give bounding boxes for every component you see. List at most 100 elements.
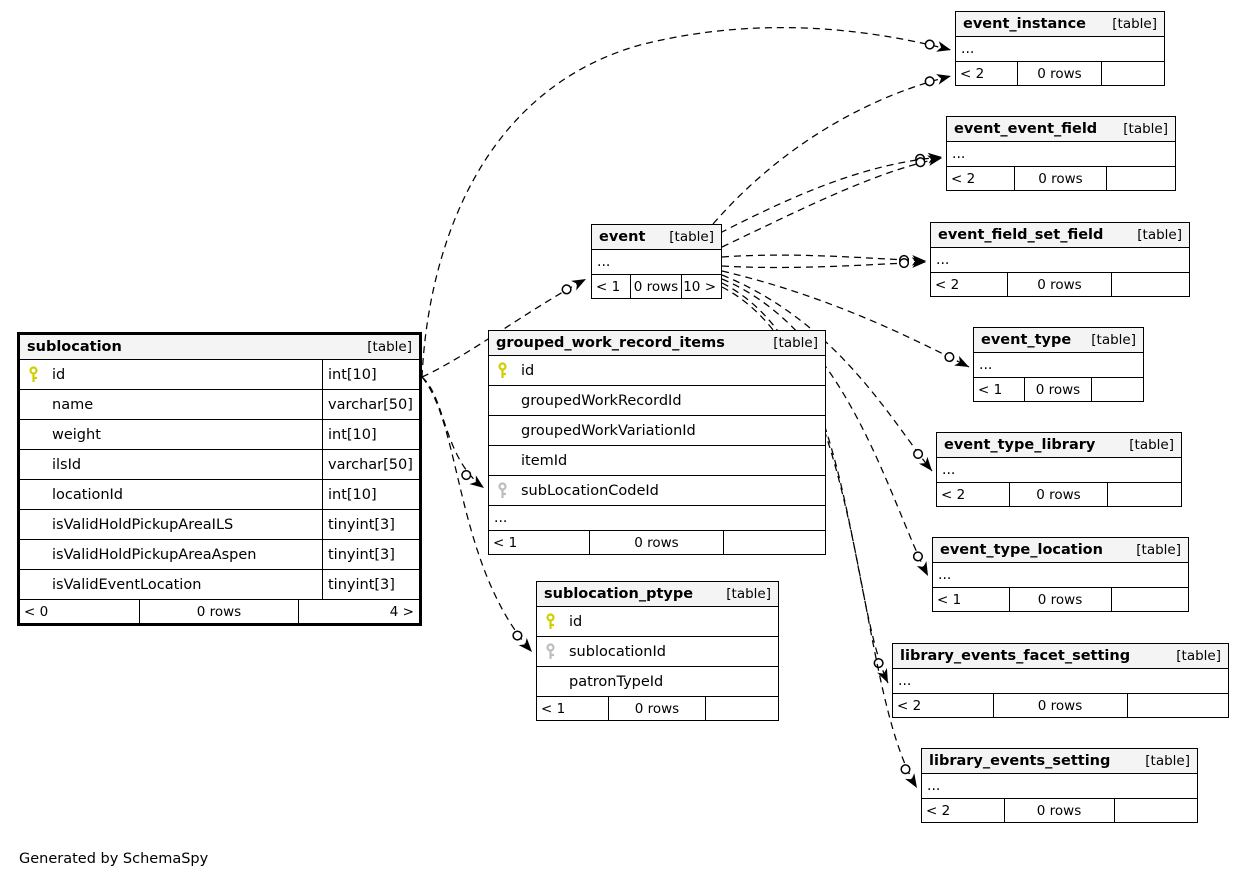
fk-edge-sublocation-grouped_work_record_items	[421, 376, 485, 489]
column-row: id	[537, 607, 778, 637]
table-header: library_events_facet_setting[table]	[893, 644, 1228, 669]
table-type-label: [table]	[1129, 437, 1174, 453]
table-title[interactable]: event_type	[981, 332, 1072, 348]
row-count: 0 rows	[1025, 378, 1093, 401]
children-count	[1102, 62, 1164, 85]
children-count	[706, 697, 778, 720]
table-title[interactable]: library_events_setting	[929, 753, 1111, 769]
table-title[interactable]: event_event_field	[954, 121, 1098, 137]
parents-count: < 1	[592, 275, 631, 298]
row-count: 0 rows	[994, 694, 1128, 717]
collapsed-columns-row: ...	[974, 353, 1143, 378]
table-type-label: [table]	[1091, 332, 1136, 348]
fk-edge-sublocation-event_instance	[421, 26, 952, 378]
children-count	[1112, 273, 1189, 296]
column-name: isValidEventLocation	[52, 576, 202, 593]
table-title[interactable]: library_events_facet_setting	[900, 648, 1131, 664]
children-count	[1112, 588, 1189, 611]
column-row: subLocationCodeId	[489, 476, 825, 506]
row-count: 0 rows	[140, 600, 300, 623]
table-type-label: [table]	[773, 335, 818, 351]
table-title[interactable]: event_type_location	[940, 542, 1103, 558]
row-count: 0 rows	[590, 531, 725, 554]
collapsed-columns-row: ...	[947, 142, 1175, 167]
table-grouped-work-record-items[interactable]: grouped_work_record_items [table] id groupe…	[488, 330, 826, 555]
table-header: event_field_set_field[table]	[931, 223, 1189, 248]
table-title[interactable]: event	[599, 229, 646, 245]
collapsed-columns-row: ...	[956, 37, 1164, 62]
column-type: int[10]	[322, 480, 419, 509]
table-type-label: [table]	[1145, 753, 1190, 769]
fk-edge-event-event_instance	[712, 74, 952, 225]
column-name: id	[569, 613, 583, 630]
children-count: 10 >	[683, 278, 716, 295]
table-type-label: [table]	[669, 229, 714, 245]
table-title[interactable]: event_instance	[963, 16, 1087, 32]
row-count: 0 rows	[1005, 799, 1115, 822]
table-title[interactable]: sublocation_ptype	[544, 586, 694, 602]
parents-count: < 2	[956, 62, 1019, 85]
collapsed-columns-row: ...	[937, 458, 1181, 483]
column-row: itemId	[489, 446, 825, 476]
column-name: name	[52, 396, 94, 413]
table-header: event_type_library [table]	[937, 433, 1181, 458]
fk-edge-event-event_field_set_field-2	[721, 257, 927, 269]
parents-count: < 2	[937, 483, 1011, 506]
column-name: itemId	[521, 452, 568, 469]
parents-count: < 1	[537, 697, 610, 720]
column-row: sublocationId	[537, 637, 778, 667]
children-count	[1108, 483, 1181, 506]
table-type-label: [table]	[1136, 542, 1181, 558]
generated-by-note: Generated by SchemaSpy	[19, 851, 209, 867]
table-library-events-facet-setting[interactable]: library_events_facet_setting[table]...< …	[892, 643, 1229, 718]
column-name: isValidHoldPickupAreaAspen	[52, 546, 257, 563]
column-name: groupedWorkVariationId	[521, 422, 696, 439]
column-type: varchar[50]	[322, 390, 419, 419]
column-row: groupedWorkVariationId	[489, 416, 825, 446]
parents-count: < 2	[931, 273, 1009, 296]
parents-count: < 1	[974, 378, 1025, 401]
column-name: isValidHoldPickupAreaILS	[52, 516, 234, 533]
table-title[interactable]: grouped_work_record_items	[496, 335, 725, 351]
row-count: 0 rows	[1010, 588, 1112, 611]
table-type-label: [table]	[1112, 16, 1157, 32]
table-title[interactable]: event_field_set_field	[938, 227, 1104, 243]
column-name: groupedWorkRecordId	[521, 392, 682, 409]
collapsed-columns-row: ...	[489, 506, 825, 531]
table-header: event_event_field[table]	[947, 117, 1175, 142]
primary-key-icon	[28, 366, 52, 383]
row-count: 0 rows	[1018, 62, 1102, 85]
column-row: id	[489, 356, 825, 386]
children-count	[724, 531, 825, 554]
table-header: sublocation_ptype[table]	[537, 582, 778, 607]
table-title[interactable]: sublocation	[27, 339, 122, 355]
primary-key-icon	[545, 613, 569, 630]
table-title[interactable]: event_type_library	[944, 437, 1096, 453]
row-count: 0 rows	[609, 697, 706, 720]
parents-count: < 1	[489, 531, 590, 554]
column-row: patronTypeId	[537, 667, 778, 697]
